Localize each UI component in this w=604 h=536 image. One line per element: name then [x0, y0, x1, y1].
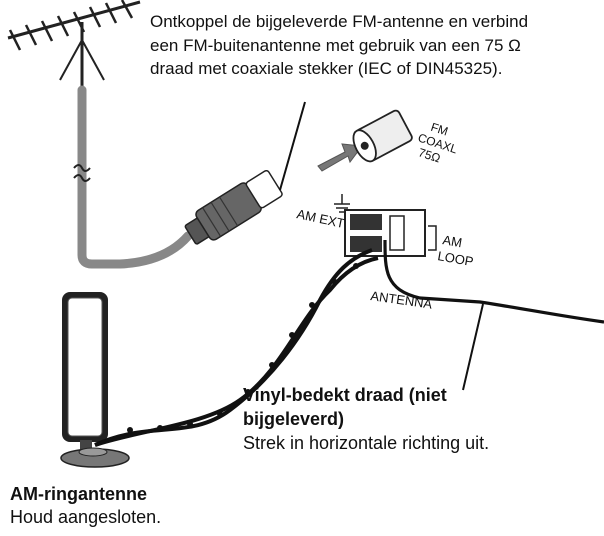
vinyl-title-line-1: Vinyl-bedekt draad (niet: [243, 385, 447, 405]
fm-socket-label-impedance: 75Ω: [417, 145, 443, 165]
am-loop-caption: AM-ringantenne Houd aangesloten.: [10, 483, 161, 529]
am-ext-label: AM EXT: [295, 206, 346, 231]
am-terminal-block: [344, 209, 437, 257]
fm-outdoor-antenna: [7, 0, 141, 90]
fm-coax-socket: [352, 109, 413, 163]
vinyl-leader-line: [462, 303, 484, 391]
fm-socket-label-fm: FM: [429, 120, 450, 139]
am-loop-title: AM-ringantenne: [10, 484, 147, 504]
fm-callout-line-2: een FM-buitenantenne met gebruik van een…: [150, 35, 521, 55]
insert-arrow-icon: [317, 143, 363, 172]
fm-callout-text: Ontkoppel de bijgeleverde FM-antenne en …: [150, 10, 600, 81]
callout-leader-line: [279, 101, 306, 191]
fm-socket-label: FM COAXL 75Ω: [416, 120, 459, 166]
fm-coax-plug: [184, 169, 283, 245]
am-loop-twist-knots: [127, 263, 359, 433]
am-loop-note: Houd aangesloten.: [10, 507, 162, 527]
fm-callout-line-3: draad met coaxiale stekker (IEC of DIN45…: [150, 59, 503, 78]
vinyl-title-line-2: bijgeleverd): [243, 409, 345, 429]
ground-symbol-icon: [334, 194, 350, 213]
antenna-wire-label: ANTENNA: [370, 288, 434, 312]
vinyl-note: Strek in horizontale richting uit.: [243, 433, 490, 453]
vinyl-wire-caption: Vinyl-bedekt draad (niet bijgeleverd) St…: [243, 383, 489, 455]
am-label: AM: [441, 232, 463, 250]
coax-cable: [73, 85, 193, 269]
loop-label: LOOP: [436, 248, 474, 269]
am-loop-antenna: [60, 292, 130, 468]
vinyl-antenna-wire: [383, 239, 604, 324]
fm-callout-line-1: Ontkoppel de bijgeleverde FM-antenne en …: [150, 12, 529, 31]
